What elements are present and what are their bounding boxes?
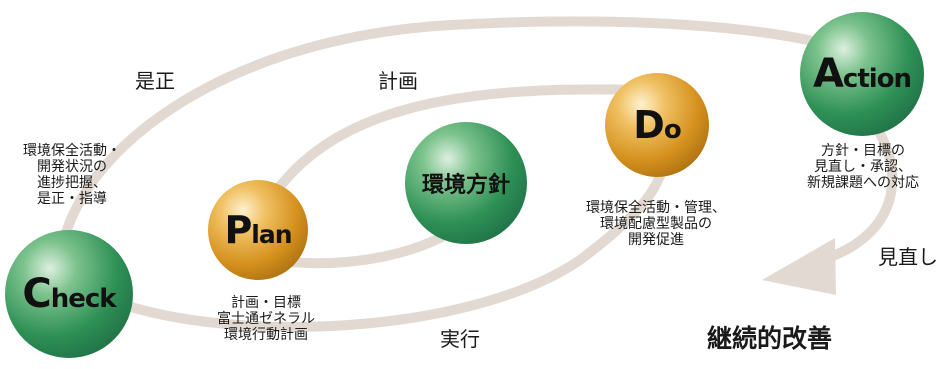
review-arrow-head xyxy=(762,238,836,295)
review-label: 見直し xyxy=(878,245,938,269)
outer-arc-path xyxy=(55,16,865,275)
execution-label: 実行 xyxy=(440,327,480,351)
plan-ball-label: Plan xyxy=(224,208,292,252)
do-ball-label: Do xyxy=(633,103,681,147)
review-arc-path xyxy=(810,105,898,267)
action-ball: Action xyxy=(800,12,924,136)
policy-ball: 環境方針 xyxy=(405,122,527,244)
plan-description: 計画・目標 富士通ゼネラル 環境行動計画 xyxy=(217,295,315,344)
action-description: 方針・目標の 見直し・承認、 新規課題への対応 xyxy=(807,143,919,192)
action-ball-label: Action xyxy=(812,51,912,97)
policy-ball-label: 環境方針 xyxy=(421,173,510,198)
check-ball: Check xyxy=(5,230,133,358)
do-ball: Do xyxy=(605,73,709,177)
execution-arc-path xyxy=(105,145,670,332)
planning-arc-path xyxy=(265,84,645,205)
plan-ball: Plan xyxy=(208,180,308,280)
planning-label: 計画 xyxy=(378,69,418,93)
continuous-improvement-label: 継続的改善 xyxy=(707,324,833,353)
do-description: 環境保全活動・管理、 環境配慮型製品の 開発促進 xyxy=(586,200,726,249)
check-description: 環境保全活動・ 開発状況の 進捗把握、 是正・指導 xyxy=(23,143,121,208)
correction-label: 是正 xyxy=(135,69,175,93)
check-ball-label: Check xyxy=(22,271,116,317)
